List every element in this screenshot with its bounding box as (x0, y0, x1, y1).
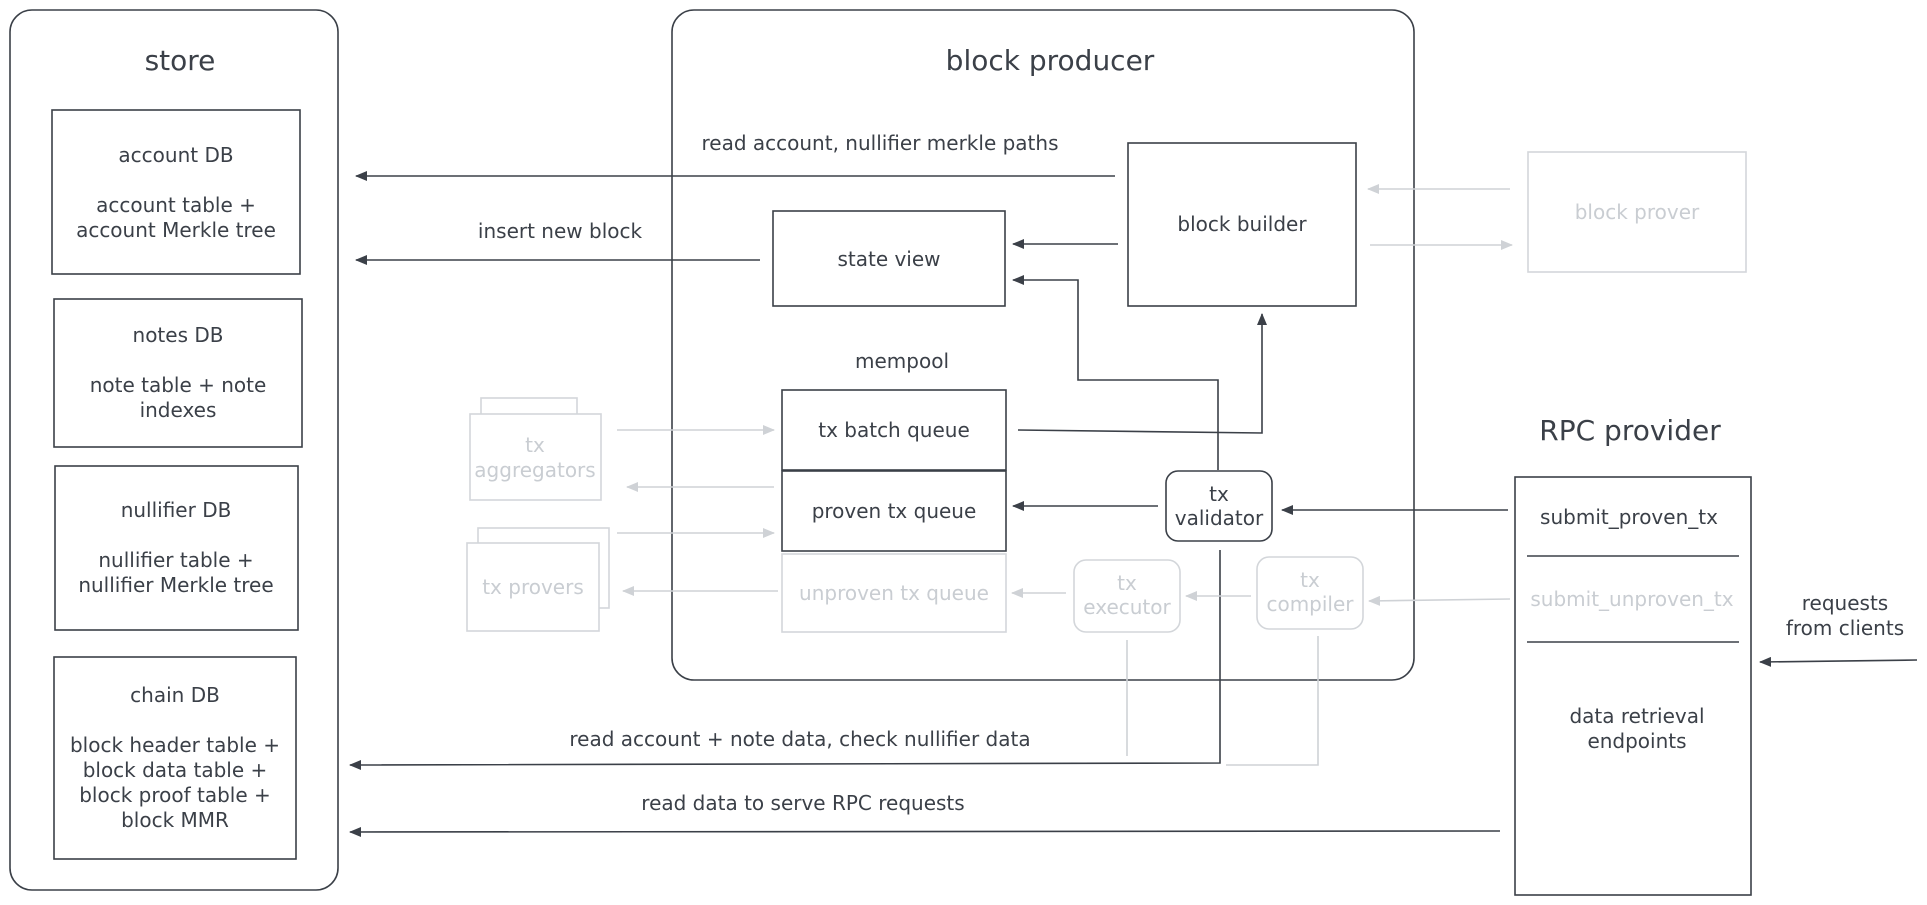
account-db-title: account DB (118, 143, 233, 167)
tx-batch-queue-label: tx batch queue (818, 418, 970, 442)
chain-db-line4: block MMR (121, 808, 229, 832)
store-title: store (145, 44, 216, 77)
tx-validator-line1: tx (1209, 482, 1229, 506)
tx-compiler-line1: tx (1300, 568, 1320, 592)
edge-label-read-rpc: read data to serve RPC requests (641, 791, 964, 815)
unproven-tx-queue-box: unproven tx queue (781, 553, 1007, 633)
account-db-line1: account table + (96, 193, 256, 217)
account-db-box: account DB account table + account Merkl… (51, 109, 301, 275)
line-compiler-down (1226, 636, 1319, 766)
proven-tx-queue-box: proven tx queue (781, 470, 1007, 552)
state-view-box: state view (772, 210, 1006, 307)
tx-executor-box: tx executor (1073, 559, 1181, 633)
nullifier-db-line1: nullifier table + (98, 548, 253, 572)
tx-executor-line2: executor (1083, 595, 1171, 619)
notes-db-line1: note table + note (90, 373, 267, 397)
submit-proven-tx-endpoint: submit_proven_tx (1540, 505, 1718, 529)
block-producer-container: block producer (671, 9, 1415, 681)
mempool-label: mempool (855, 349, 949, 373)
edge-label-insert-block: insert new block (478, 219, 643, 243)
state-view-label: state view (837, 247, 940, 271)
tx-provers-label: tx provers (482, 575, 584, 599)
block-prover-label: block prover (1575, 200, 1700, 224)
chain-db-line3: block proof table + (79, 783, 271, 807)
chain-db-box: chain DB block header table + block data… (53, 656, 297, 860)
block-builder-label: block builder (1177, 212, 1307, 236)
requests-line1: requests (1802, 591, 1888, 615)
unproven-tx-queue-label: unproven tx queue (799, 581, 989, 605)
nullifier-db-line2: nullifier Merkle tree (78, 573, 273, 597)
data-retrieval-line1: data retrieval (1569, 704, 1704, 728)
block-prover-box: block prover (1527, 151, 1747, 273)
arrow-rpc-to-compiler (1368, 595, 1511, 606)
notes-db-box: notes DB note table + note indexes (53, 298, 303, 448)
tx-aggregators-box: tx aggregators (469, 397, 602, 501)
arrow-read-rpc (349, 826, 1501, 837)
arrows-solid (349, 171, 1918, 837)
tx-executor-line1: tx (1117, 571, 1137, 595)
block-producer-title: block producer (946, 44, 1155, 77)
submit-unproven-tx-endpoint: submit_unproven_tx (1530, 587, 1733, 611)
data-retrieval-line2: endpoints (1587, 729, 1686, 753)
tx-aggregators-line1: tx (525, 433, 545, 457)
chain-db-line2: block data table + (83, 758, 268, 782)
arrows-faded (617, 184, 1513, 766)
rpc-provider-box: submit_proven_tx submit_unproven_tx data… (1514, 476, 1752, 896)
tx-validator-box: tx validator (1165, 470, 1273, 542)
nullifier-db-box: nullifier DB nullifier table + nullifier… (54, 465, 299, 631)
edge-label-read-account-note: read account + note data, check nullifie… (569, 727, 1030, 751)
rpc-provider-title: RPC provider (1539, 414, 1721, 447)
requests-line2: from clients (1786, 616, 1904, 640)
chain-db-line1: block header table + (70, 733, 280, 757)
block-builder-box: block builder (1127, 142, 1357, 307)
arrow-clients-to-rpc (1759, 656, 1918, 667)
store-container: store (9, 9, 339, 891)
arrow-read-account-note (349, 550, 1221, 770)
notes-db-title: notes DB (133, 323, 224, 347)
tx-compiler-box: tx compiler (1256, 556, 1364, 630)
arrow-validator-to-state (1012, 275, 1219, 470)
proven-tx-queue-label: proven tx queue (812, 499, 977, 523)
arrow-batch-to-builder (1017, 313, 1267, 434)
nullifier-db-title: nullifier DB (121, 498, 232, 522)
account-db-line2: account Merkle tree (76, 218, 276, 242)
tx-aggregators-line2: aggregators (474, 458, 595, 482)
tx-compiler-line2: compiler (1266, 592, 1354, 616)
tx-provers-box: tx provers (466, 527, 610, 632)
edge-label-read-merkle-paths: read account, nullifier merkle paths (702, 131, 1059, 155)
tx-batch-queue-box: tx batch queue (781, 389, 1007, 471)
notes-db-line2: indexes (140, 398, 217, 422)
chain-db-title: chain DB (130, 683, 220, 707)
tx-validator-line2: validator (1175, 506, 1264, 530)
